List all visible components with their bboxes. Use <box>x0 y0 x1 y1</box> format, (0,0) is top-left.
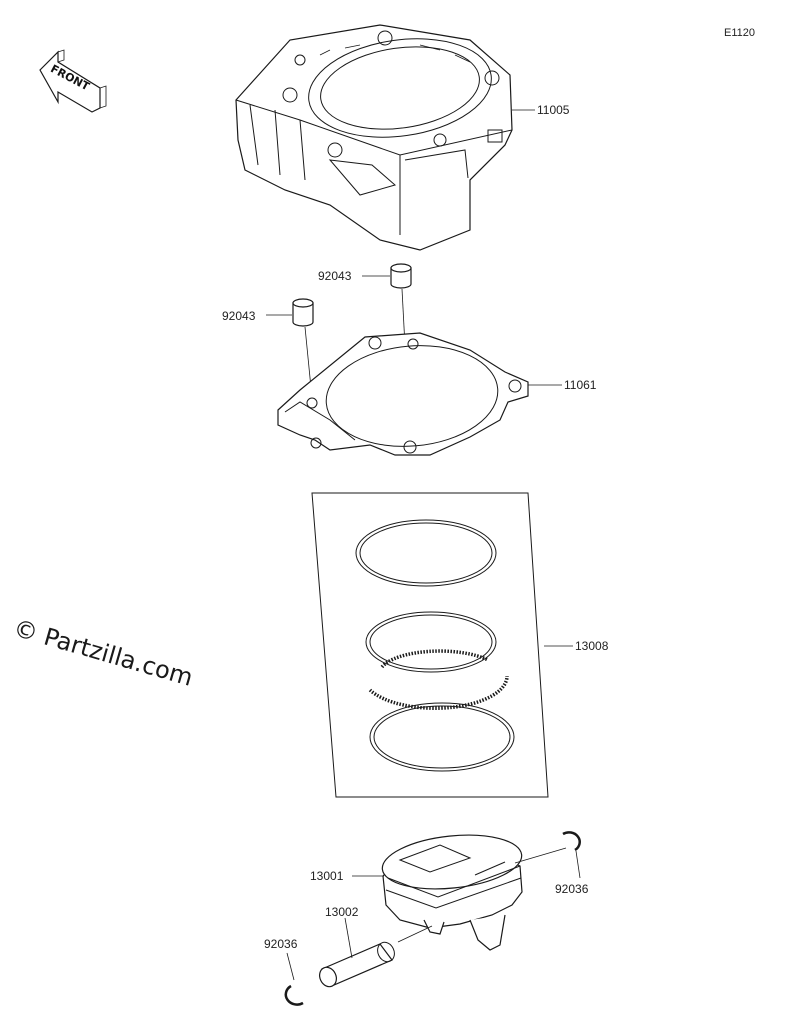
circlip-left <box>284 984 304 1006</box>
part-label-piston-pin: 13002 <box>325 905 359 919</box>
part-label-gasket: 11061 <box>564 378 597 392</box>
part-label-ring-set: 13008 <box>575 639 609 653</box>
circlip-right <box>562 831 581 852</box>
gasket-illustration <box>277 332 529 456</box>
dowel-pin-upper <box>390 263 412 289</box>
part-label-piston: 13001 <box>310 869 344 883</box>
dowel-pin-lower <box>292 298 314 327</box>
part-label-cylinder: 11005 <box>537 103 570 117</box>
ring-set-panel <box>311 492 549 798</box>
piston-pin-illustration <box>319 941 395 988</box>
piston-illustration <box>381 834 523 951</box>
part-label-circlip-left: 92036 <box>264 937 298 951</box>
diagram-code: E1120 <box>724 27 755 39</box>
part-label-dowel-upper: 92043 <box>318 269 352 283</box>
front-arrow-icon: FRONT <box>39 49 107 113</box>
cylinder-illustration <box>235 24 513 251</box>
part-label-circlip-right: 92036 <box>555 882 589 896</box>
part-label-dowel-lower: 92043 <box>222 309 256 323</box>
watermark: © Partzilla.com <box>10 614 196 692</box>
